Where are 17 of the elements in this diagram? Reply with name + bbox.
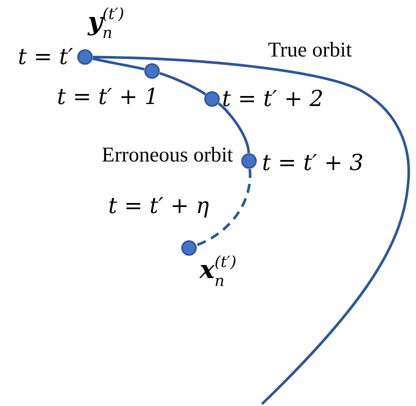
orbit-line: [218, 102, 250, 154]
orbit-point: [203, 90, 221, 108]
orbit-point: [180, 239, 198, 257]
dashed-orbit-line: [196, 168, 252, 246]
orbit-point: [76, 48, 94, 66]
curve-label: True orbit: [268, 38, 352, 62]
time-label: t = t′ + η: [108, 194, 209, 220]
time-label: t = t′: [18, 46, 73, 70]
orbit-point: [240, 152, 258, 170]
orbit-line: [159, 72, 206, 96]
true-orbit-line: [92, 56, 410, 405]
curve-label: Erroneous orbit: [102, 143, 233, 167]
orbit-point: [143, 62, 161, 80]
orbit-line: [92, 57, 144, 70]
time-label: t = t′ + 1: [57, 86, 159, 110]
time-label: t = t′ + 2: [222, 88, 324, 112]
time-label: t = t′ + 3: [262, 152, 364, 176]
